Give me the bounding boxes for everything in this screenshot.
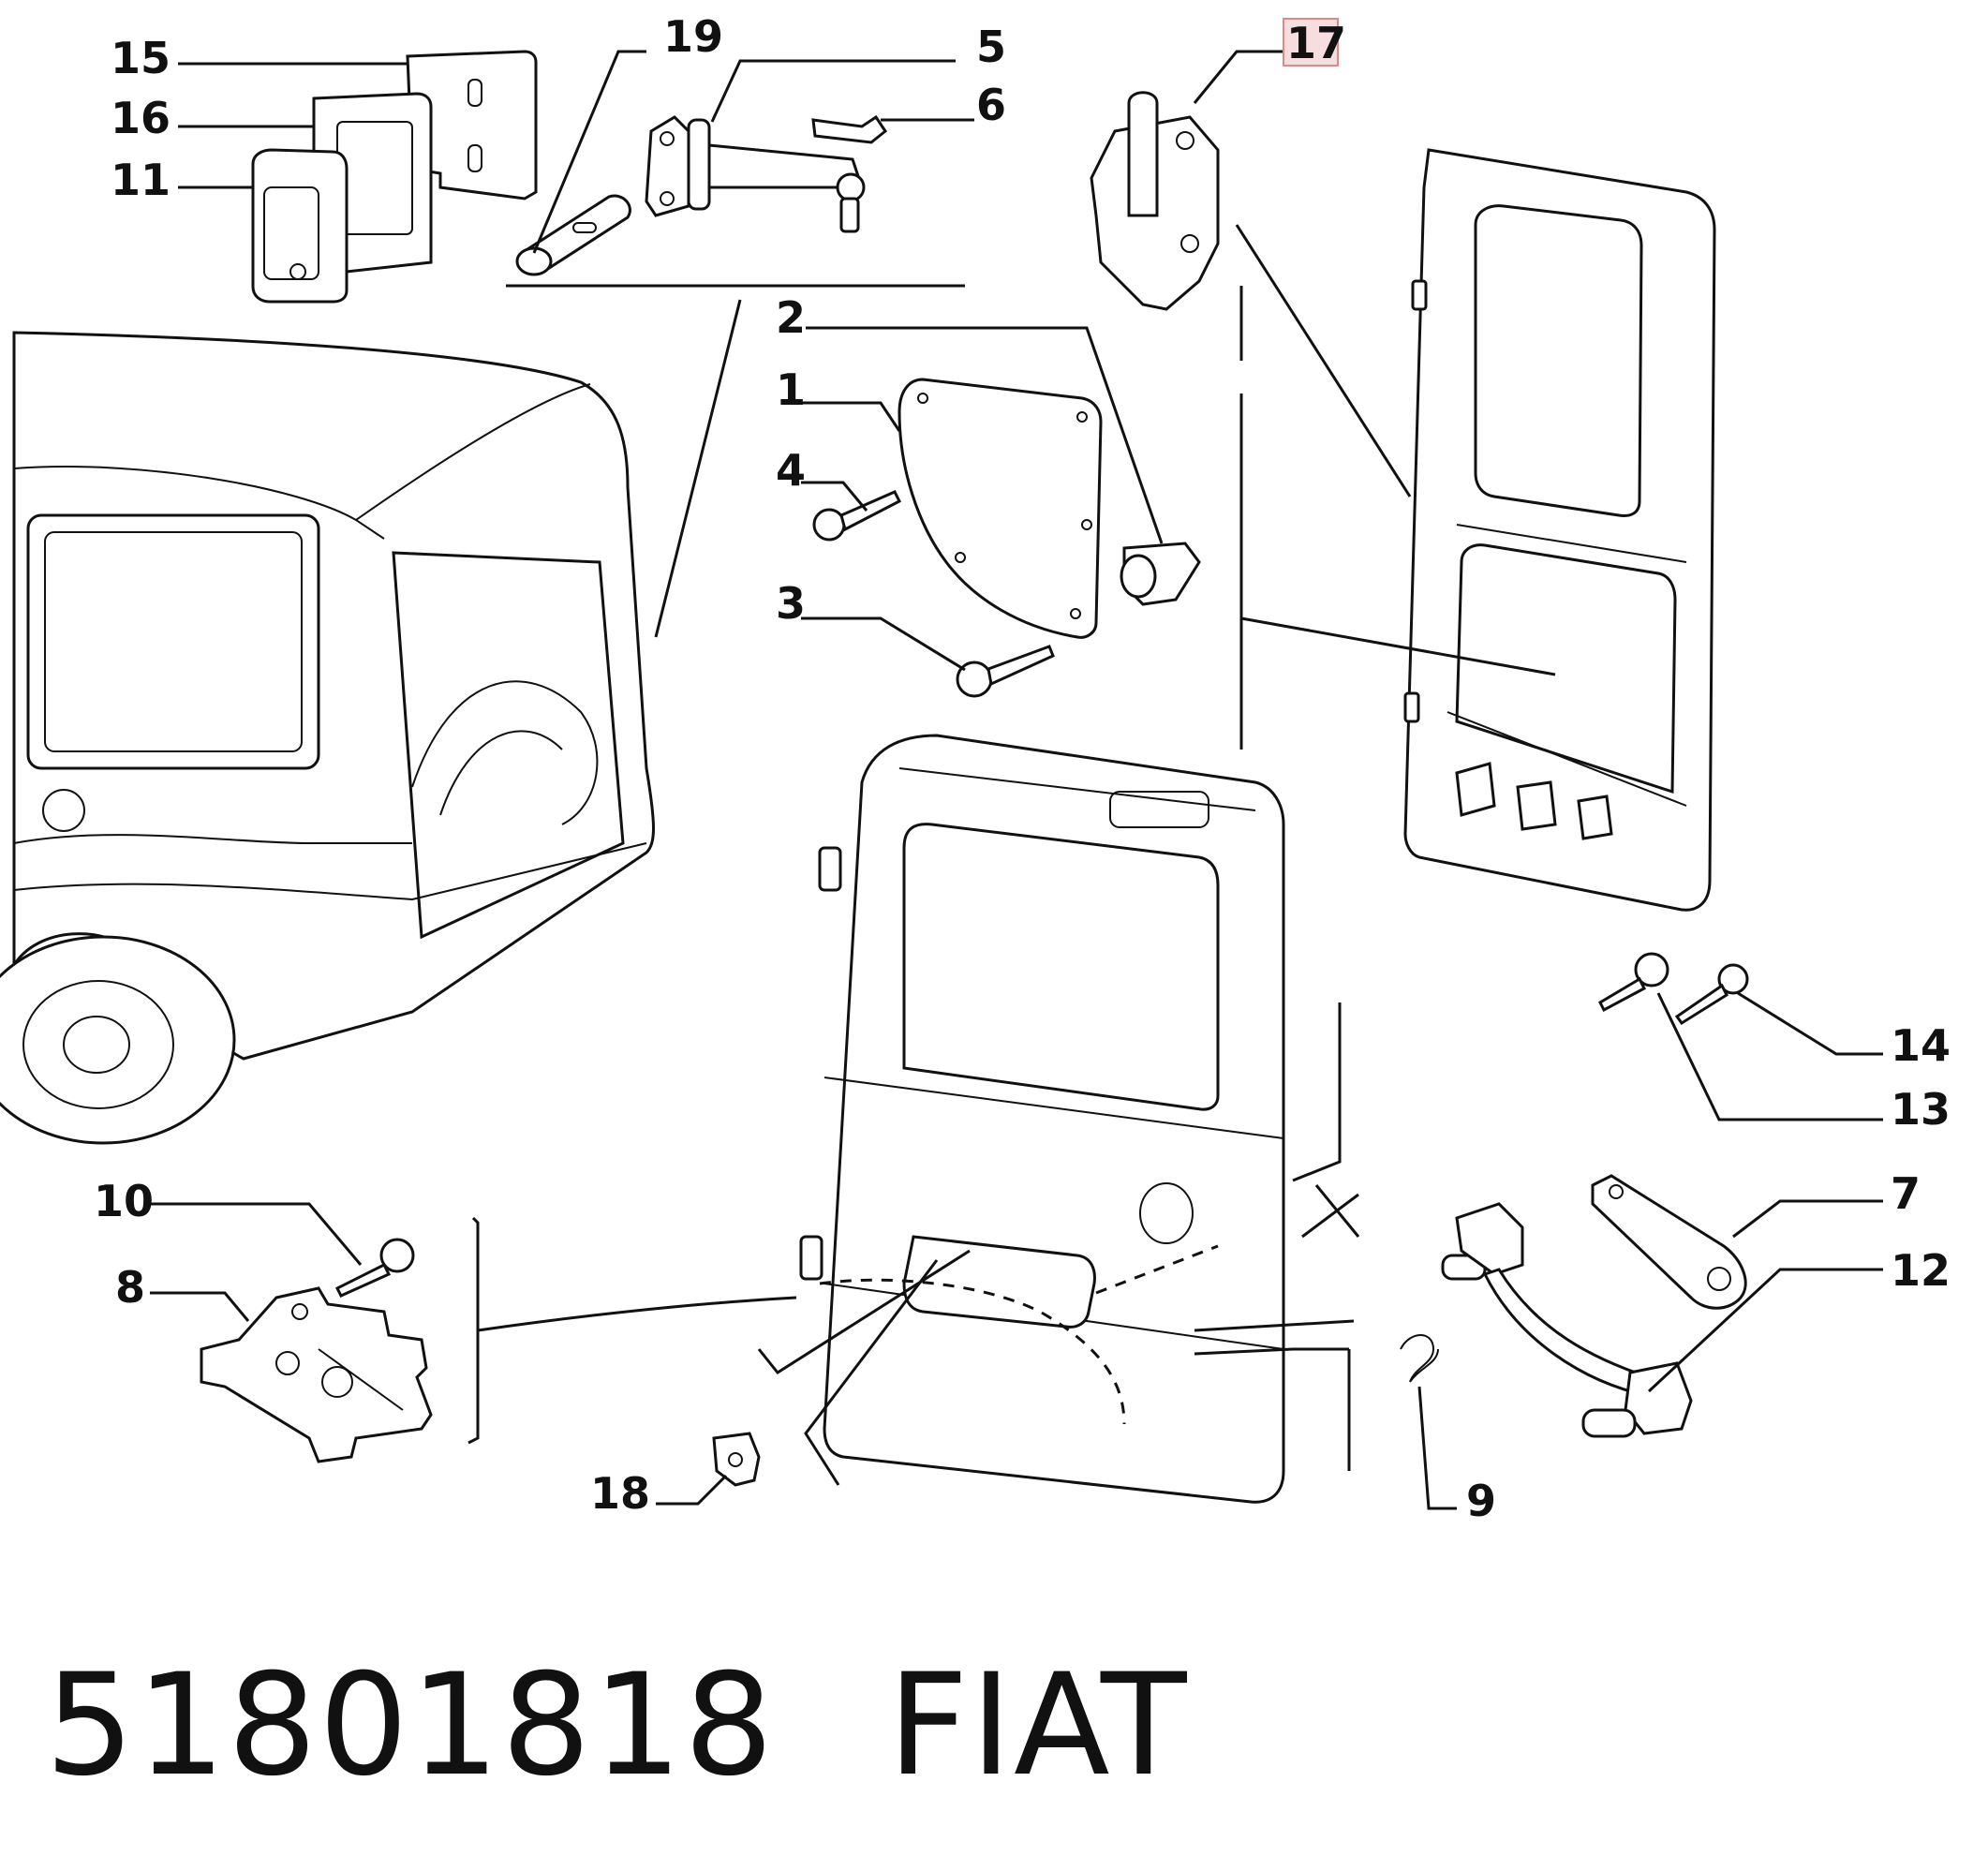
callout-3: 3 bbox=[776, 578, 806, 629]
callout-1: 1 bbox=[776, 364, 806, 415]
callout-8: 8 bbox=[115, 1262, 145, 1313]
screw-14 bbox=[1674, 963, 1749, 1026]
callout-7: 7 bbox=[1891, 1168, 1921, 1219]
door-check-hinge bbox=[645, 114, 888, 233]
rear-door-outer bbox=[799, 734, 1285, 1504]
callout-4: 4 bbox=[776, 445, 806, 496]
callout-14: 14 bbox=[1891, 1020, 1951, 1071]
screw-4 bbox=[812, 490, 902, 542]
callout-10: 10 bbox=[94, 1176, 154, 1226]
callout-2: 2 bbox=[776, 292, 806, 343]
spring-clip bbox=[1400, 1334, 1439, 1383]
callout-16: 16 bbox=[111, 93, 171, 143]
brand-name: FIAT bbox=[887, 1644, 1189, 1807]
callout-9: 9 bbox=[1466, 1476, 1496, 1526]
hinge-pin bbox=[515, 194, 631, 276]
lock-mechanism bbox=[200, 1286, 433, 1463]
callout-5: 5 bbox=[976, 22, 1006, 72]
callout-11: 11 bbox=[111, 155, 171, 205]
stop-arm bbox=[1591, 1174, 1747, 1310]
rear-door-inner bbox=[1403, 148, 1716, 912]
callout-highlight-box bbox=[1283, 18, 1339, 67]
part-caption: 51801818 FIAT bbox=[45, 1644, 1189, 1807]
trim-panel bbox=[898, 378, 1103, 639]
check-strap bbox=[1441, 1202, 1693, 1438]
callout-6: 6 bbox=[976, 80, 1006, 130]
callout-labels: 15 16 11 19 5 6 17 2 1 4 3 10 8 18 9 7 1… bbox=[94, 11, 1951, 1526]
callout-12: 12 bbox=[1891, 1245, 1951, 1296]
van-body bbox=[0, 331, 655, 1145]
screw-13 bbox=[1598, 952, 1669, 1013]
leader-lines bbox=[150, 50, 1883, 1510]
callout-17: 17 bbox=[1286, 18, 1346, 68]
callout-18: 18 bbox=[590, 1468, 650, 1519]
screw-3 bbox=[956, 645, 1055, 698]
callout-15: 15 bbox=[111, 33, 171, 83]
screw-10 bbox=[334, 1238, 415, 1298]
retaining-clip bbox=[712, 1432, 761, 1487]
part-number: 51801818 bbox=[45, 1644, 776, 1807]
panel-clip bbox=[1120, 542, 1201, 606]
handle-assembly bbox=[251, 50, 538, 304]
callout-19: 19 bbox=[663, 11, 723, 62]
callout-13: 13 bbox=[1891, 1084, 1951, 1135]
door-latch bbox=[1090, 91, 1220, 311]
